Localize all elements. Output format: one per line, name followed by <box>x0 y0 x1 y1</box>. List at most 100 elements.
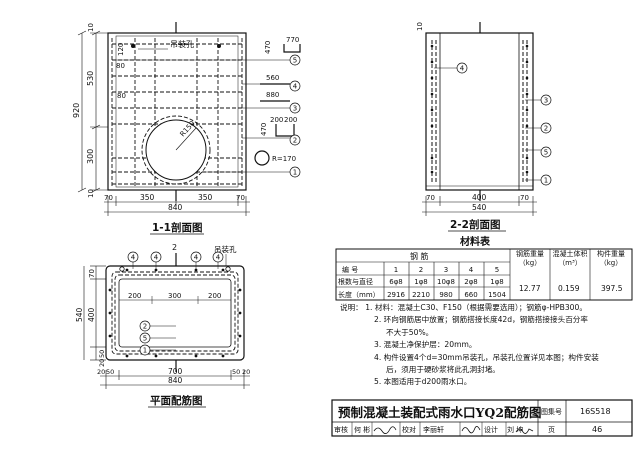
section-1-1-inner-face <box>115 35 239 188</box>
dim-label: 70 <box>236 194 245 202</box>
callout-number: 1 <box>143 347 147 355</box>
bar-dim: 770 <box>286 36 299 44</box>
plan-outer-wall <box>105 265 245 361</box>
section-1-1-outline <box>107 32 247 191</box>
view-title: 1-1剖面图 <box>152 221 202 234</box>
dim-label: 50 <box>232 368 240 376</box>
bar-dim: 200 <box>270 116 283 124</box>
notes-item: 2. 环向钢筋居中放置；钢筋搭接长度42d，钢筋搭接接头百分率 <box>374 315 588 325</box>
table-cell: 4 <box>469 266 474 274</box>
dim-label: 350 <box>198 193 213 202</box>
signature <box>461 426 481 434</box>
dim-label: 70 <box>520 194 529 202</box>
dim-label: 540 <box>472 203 487 212</box>
table-cell: 6φ8 <box>389 278 403 286</box>
dim-label: 700 <box>168 367 183 376</box>
atlas-number: 16S518 <box>580 407 611 416</box>
table-cell: 1φ8 <box>414 278 428 286</box>
callout-number: 5 <box>293 57 297 65</box>
callout-number: 2 <box>293 137 297 145</box>
check-label: 校对 <box>402 425 416 434</box>
dim-label: 50 <box>98 350 106 358</box>
section-2-2-view: 4 3 2 5 1 10 70 400 70 540 2-2剖面图 <box>416 22 552 232</box>
dim-label: 840 <box>168 203 183 212</box>
plan-inner-wall <box>118 278 232 348</box>
page-number: 46 <box>592 425 602 434</box>
callout-number: 1 <box>544 177 548 185</box>
wall-right <box>518 32 534 191</box>
notes-item: 不大于50%。 <box>386 327 434 337</box>
dim-label: 20 <box>97 368 105 376</box>
bar-shape-2 <box>275 124 295 137</box>
component-weight-value: 397.5 <box>601 284 623 293</box>
plan-rebar-inner <box>114 274 236 352</box>
table-cell: 660 <box>464 291 477 299</box>
checker-name: 李丽轩 <box>423 425 444 434</box>
table-cell: 3 <box>444 266 448 274</box>
bar-dim: R=170 <box>272 155 296 163</box>
table-header: 钢筋重量（kg） <box>516 250 544 267</box>
dim-label: 530 <box>86 71 95 86</box>
lifting-hole-dot <box>131 44 135 48</box>
callout-number: 2 <box>143 323 147 331</box>
callout-number: 4 <box>460 65 465 73</box>
notes-section: 说明： 1. 材料：混凝土C30、F150（根据需要选用）；钢筋φ-HPB300… <box>340 302 632 389</box>
atlas-label: 图集号 <box>541 407 562 416</box>
lifting-hole-label: 吊装孔 <box>170 39 194 49</box>
callout-number: 4 <box>293 83 298 91</box>
callout-circle <box>150 251 162 263</box>
dim-label: 80 <box>116 62 125 70</box>
dim-label: 300 <box>86 149 95 164</box>
dim-label: 300 <box>168 292 181 300</box>
dim-label: 10 <box>87 189 95 198</box>
callout-number: 3 <box>544 97 548 105</box>
dim-label: 540 <box>75 307 84 322</box>
bar-dim: 470 <box>264 41 272 54</box>
callout-circle <box>190 251 202 263</box>
vertical-rebars <box>111 38 243 186</box>
table-header: 构件重量（kg） <box>597 250 625 267</box>
callout-circle <box>540 122 552 134</box>
dim-label: 10 <box>87 23 95 32</box>
table-title: 材料表 <box>460 235 491 248</box>
wall-left <box>425 32 441 191</box>
design-label: 设计 <box>484 425 498 434</box>
table-cell: 10φ8 <box>437 278 455 286</box>
signature <box>515 428 534 434</box>
table-cell: 1φ8 <box>490 278 504 286</box>
dim-label: 70 <box>426 194 435 202</box>
table-cell: 2916 <box>387 291 405 299</box>
callout-number: 4 <box>194 254 199 262</box>
dim-label: 20 <box>242 368 250 376</box>
bar-dim: 200 <box>284 116 297 124</box>
section-mark: 2 <box>172 243 177 252</box>
table-cell: 1 <box>394 266 398 274</box>
table-cell: 2210 <box>412 291 430 299</box>
lifting-hole-label: 吊装孔 <box>214 244 237 254</box>
dim-label: 120 <box>117 43 125 56</box>
callout-circle <box>289 54 301 66</box>
concrete-volume-value: 0.159 <box>558 284 580 293</box>
review-label: 审核 <box>334 425 348 434</box>
callout-circle <box>289 166 301 178</box>
lifting-hole <box>119 266 125 272</box>
bar-shape-5 <box>283 44 301 53</box>
callout-circle <box>127 251 139 263</box>
view-title: 2-2剖面图 <box>450 218 500 231</box>
bar-dim: 880 <box>266 91 279 99</box>
table-cell: 2φ8 <box>464 278 478 286</box>
callout-circle <box>289 80 301 92</box>
dim-label: 200 <box>208 292 221 300</box>
notes-item: 5. 本图适用于d200雨水口。 <box>374 377 472 387</box>
callout-number: 4 <box>154 254 159 262</box>
dim-label: 400 <box>472 193 487 202</box>
dim-label: 70 <box>104 194 113 202</box>
callout-number: 1 <box>293 169 297 177</box>
page-label: 页 <box>548 426 555 434</box>
signature <box>373 426 397 434</box>
bar-dim: 560 <box>266 74 279 82</box>
table-cell: 2 <box>419 266 423 274</box>
callout-number: 3 <box>293 105 297 113</box>
table-row-label: 根数与直径 <box>338 277 373 286</box>
